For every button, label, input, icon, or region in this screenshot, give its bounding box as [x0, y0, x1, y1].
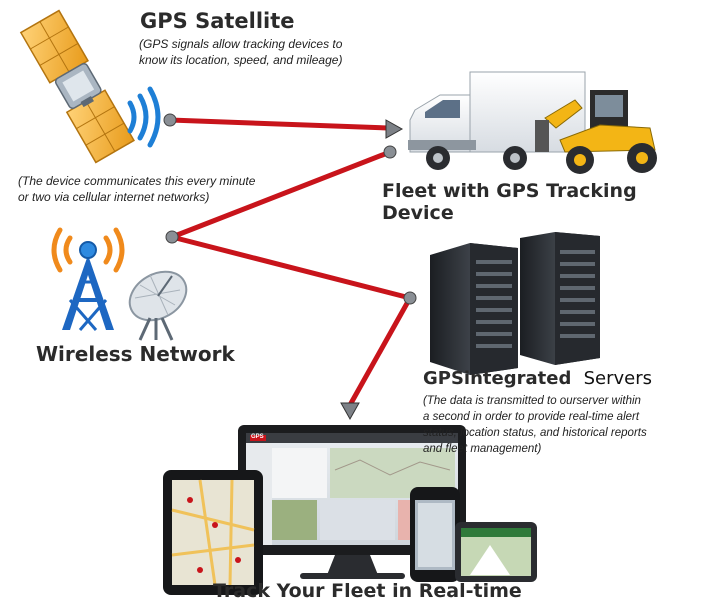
- fleet-title: Fleet with GPS Tracking Device: [382, 180, 637, 224]
- connector-lines: [167, 117, 413, 408]
- servers-note-line3: status, location status, and historical …: [423, 427, 647, 439]
- network-note-line2: or two via cellular internet networks): [18, 190, 210, 204]
- tower-icon: [62, 241, 114, 331]
- satellite-signal-icon: [127, 86, 161, 148]
- connector-nodes: [163, 113, 417, 305]
- servers-note-line2: a second in order to provide real-time a…: [423, 411, 640, 423]
- node-tower: [165, 230, 179, 244]
- satellite-note-line2: know its location, speed, and mileage): [139, 53, 343, 67]
- wireless-title: Wireless Network: [36, 342, 235, 366]
- line-fleet-to-tower: [169, 149, 393, 240]
- satellite-icon: [19, 9, 135, 164]
- line-tower-to-servers: [169, 234, 413, 301]
- node-fleet: [383, 145, 397, 159]
- phone-icon: [410, 487, 460, 582]
- servers-title: GPSintegrated Servers: [423, 368, 652, 389]
- satellite-note: (GPS signals allow tracking devices to k…: [139, 36, 342, 68]
- satellite-note-line1: (GPS signals allow tracking devices to: [139, 37, 343, 51]
- devices-title: Track Your Fleet in Real-time: [213, 580, 522, 602]
- servers-brand: GPSintegrated: [423, 368, 572, 389]
- server-icon: [430, 243, 518, 375]
- arrow-to-fleet-icon: [385, 119, 404, 139]
- arrow-to-devices-icon: [340, 402, 360, 421]
- line-satellite-to-fleet: [167, 117, 391, 131]
- monitor-icon: [238, 425, 466, 579]
- loader-icon: [535, 90, 657, 174]
- servers-label: Servers: [583, 368, 653, 389]
- network-note-line1: (The device communicates this every minu…: [18, 174, 256, 188]
- app-logo: GPS: [251, 434, 264, 440]
- network-note: (The device communicates this every minu…: [18, 173, 255, 205]
- satellite-dish-icon: [128, 270, 188, 341]
- servers-note-line1: (The data is transmitted to ourserver wi…: [423, 395, 641, 407]
- node-satellite: [163, 113, 177, 127]
- server-icon-2: [520, 232, 600, 365]
- satellite-title: GPS Satellite: [140, 9, 295, 33]
- tablet-icon: [163, 470, 263, 595]
- navigation-device-icon: [455, 522, 537, 582]
- node-servers: [403, 291, 417, 305]
- servers-note-line4: and fleet management): [423, 443, 542, 455]
- tower-signal-icon: [51, 227, 125, 273]
- line-servers-to-devices: [347, 295, 413, 408]
- servers-note: (The data is transmitted to ourserver wi…: [423, 393, 647, 457]
